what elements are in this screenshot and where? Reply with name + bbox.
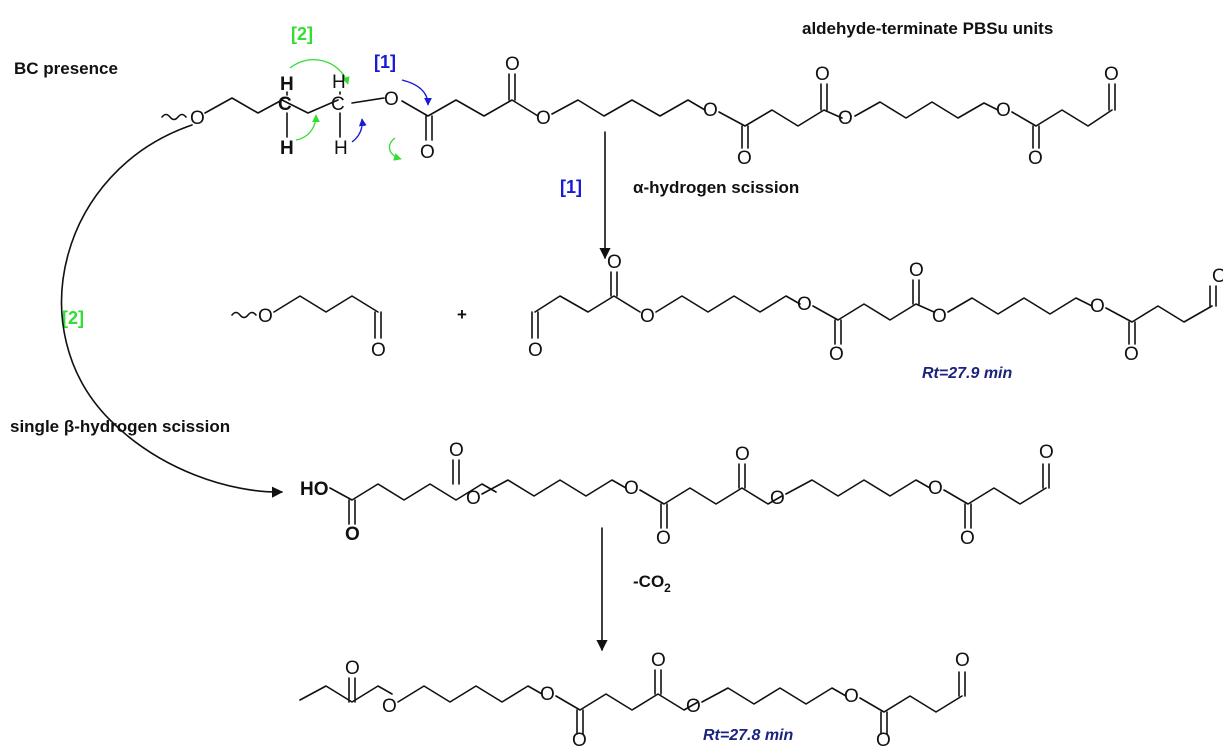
svg-text:H: H [280,74,294,95]
pathway-2-marker-top: [2] [291,24,313,44]
svg-text:O: O [1212,266,1223,287]
svg-text:O: O [384,89,399,110]
svg-text:O: O [624,478,639,499]
svg-text:O: O [607,252,622,273]
svg-text:O: O [540,684,555,705]
svg-text:O: O [382,696,397,717]
svg-text:O: O [345,524,360,545]
svg-text:O: O [932,306,947,327]
decarboxylation-label: -CO2 [633,572,671,595]
retention-time-product-1: Rt=27.9 min [922,365,1012,382]
carboxylic-acid-intermediate: HO O O O O O O O O O O [300,440,1054,549]
svg-text:O: O [909,260,924,281]
svg-text:O: O [345,658,360,679]
pathway-2-name: single β-hydrogen scission [10,417,230,436]
svg-text:O: O [258,306,273,327]
svg-text:O: O [505,54,520,75]
svg-text:C: C [278,94,292,115]
svg-text:O: O [797,294,812,315]
svg-text:HO: HO [300,479,329,500]
plus-sign: + [457,305,467,324]
svg-text:O: O [528,340,543,361]
svg-text:O: O [960,528,975,549]
svg-text:O: O [651,650,666,671]
svg-text:O: O [536,108,551,129]
svg-text:O: O [466,488,481,509]
svg-text:O: O [371,340,386,361]
svg-text:O: O [1028,148,1043,169]
beta-scission-curved-arrow [60,124,284,498]
svg-text:O: O [876,730,891,746]
aldehyde-product-1: O O O O O O O O O O [528,252,1223,365]
pathway-1-name: α-hydrogen scission [633,178,799,197]
pathway-2-marker: [2] [62,308,84,328]
svg-text:O: O [686,696,701,717]
aldehyde-fragment: O O [231,295,386,361]
svg-text:H: H [332,72,346,93]
svg-text:H: H [280,138,294,159]
svg-text:O: O [420,142,435,163]
svg-text:O: O [572,730,587,746]
condition-label: BC presence [14,59,118,78]
svg-text:O: O [640,306,655,327]
svg-text:O: O [737,148,752,169]
retention-time-product-2: Rt=27.8 min [703,727,793,744]
svg-text:O: O [1090,296,1105,317]
mechanism-arrows-pathway-2 [289,59,402,161]
pathway-1-marker-top: [1] [374,52,396,72]
svg-text:C: C [331,94,345,115]
svg-text:O: O [735,444,750,465]
pathway-1-marker: [1] [560,177,582,197]
svg-text:O: O [449,440,464,461]
mechanism-arrows-pathway-1 [351,79,432,143]
svg-text:O: O [1124,344,1139,365]
svg-text:O: O [838,108,853,129]
svg-text:O: O [815,64,830,85]
svg-text:O: O [996,100,1011,121]
scheme-title: aldehyde-terminate PBSu units [802,19,1053,38]
svg-text:O: O [1104,64,1119,85]
svg-text:O: O [928,478,943,499]
svg-text:O: O [844,686,859,707]
svg-text:O: O [703,100,718,121]
svg-text:O: O [770,488,785,509]
starting-pbsu-chain: O H C H H C H O O O O O O O O O [161,54,1119,169]
svg-text:H: H [334,138,348,159]
svg-text:O: O [1039,442,1054,463]
svg-text:O: O [190,108,205,129]
decarboxylated-product-2: O O O O O O O O O [299,650,970,746]
svg-text:O: O [829,344,844,365]
svg-text:O: O [955,650,970,671]
svg-text:O: O [656,528,671,549]
